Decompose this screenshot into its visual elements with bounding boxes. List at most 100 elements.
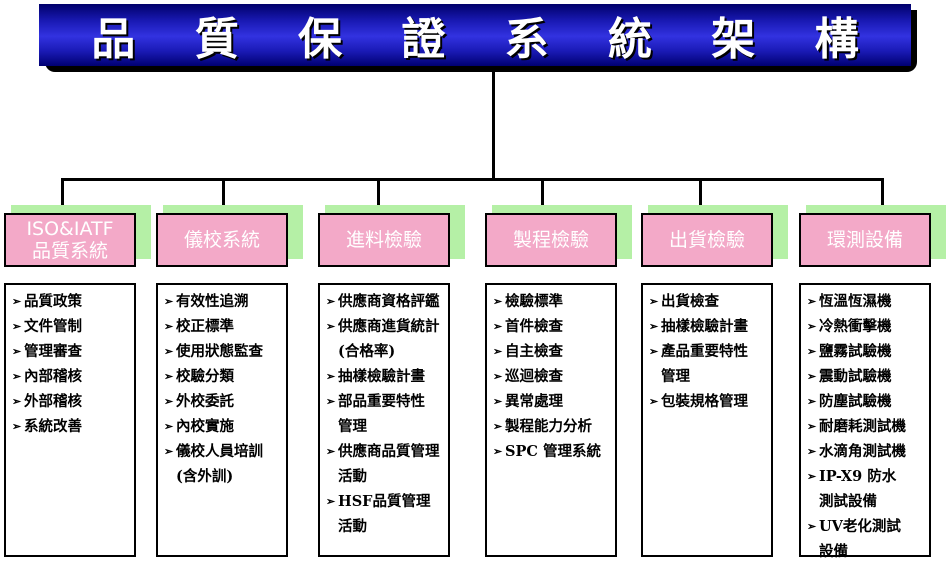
arrow-bullet-icon: ➢ — [493, 395, 503, 408]
list-item: ➢儀校人員培訓 (含外訓) — [164, 439, 282, 489]
arrow-bullet-icon: ➢ — [164, 395, 174, 408]
list-item: ➢製程能力分析 — [493, 414, 611, 439]
arrow-bullet-icon: ➢ — [493, 445, 503, 458]
header-calibration: 儀校系統 — [156, 213, 288, 267]
list-item: ➢抽樣檢驗計畫 — [649, 314, 767, 339]
arrow-bullet-icon: ➢ — [12, 420, 22, 433]
list-calibration: ➢有效性追溯 ➢校正標準 ➢使用狀態監查 ➢校驗分類 ➢外校委託 ➢內校實施 ➢… — [156, 283, 288, 557]
list-incoming-inspection: ➢供應商資格評鑑 ➢供應商進貨統計 (合格率) ➢抽樣檢驗計畫 ➢部品重要特性 … — [318, 283, 450, 557]
arrow-bullet-icon: ➢ — [493, 370, 503, 383]
list-item: ➢校驗分類 — [164, 364, 282, 389]
arrow-bullet-icon: ➢ — [807, 320, 817, 333]
connector-bus — [61, 178, 884, 181]
page-title: 品 質 保 證 系 統 架 構 — [91, 14, 881, 65]
list-item: ➢供應商資格評鑑 — [326, 289, 444, 314]
arrow-bullet-icon: ➢ — [12, 295, 22, 308]
arrow-bullet-icon: ➢ — [326, 295, 336, 308]
list-item: ➢品質政策 — [12, 289, 130, 314]
arrow-bullet-icon: ➢ — [493, 420, 503, 433]
arrow-bullet-icon: ➢ — [164, 420, 174, 433]
arrow-bullet-icon: ➢ — [493, 295, 503, 308]
arrow-bullet-icon: ➢ — [12, 345, 22, 358]
list-item: ➢內部稽核 — [12, 364, 130, 389]
arrow-bullet-icon: ➢ — [12, 320, 22, 333]
header-outgoing-inspection: 出貨檢驗 — [641, 213, 773, 267]
list-outgoing-inspection: ➢出貨檢查 ➢抽樣檢驗計畫 ➢產品重要特性 管理 ➢包裝規格管理 — [641, 283, 773, 557]
header-process-inspection: 製程檢驗 — [485, 213, 617, 267]
header-environmental-equipment: 環測設備 — [799, 213, 931, 267]
list-item: ➢鹽霧試驗機 — [807, 339, 925, 364]
arrow-bullet-icon: ➢ — [807, 345, 817, 358]
header-label: 進料檢驗 — [345, 229, 422, 251]
list-item: ➢外部稽核 — [12, 389, 130, 414]
header-iso-iatf: ISO&IATF 品質系統 — [4, 213, 136, 267]
list-item: ➢耐磨耗測試機 — [807, 414, 925, 439]
list-item: ➢外校委託 — [164, 389, 282, 414]
arrow-bullet-icon: ➢ — [649, 345, 659, 358]
header-label: 製程檢驗 — [512, 229, 589, 251]
header-label: 出貨檢驗 — [668, 229, 745, 251]
list-process-inspection: ➢檢驗標準 ➢首件檢查 ➢自主檢查 ➢巡迴檢查 ➢異常處理 ➢製程能力分析 ➢S… — [485, 283, 617, 557]
arrow-bullet-icon: ➢ — [493, 345, 503, 358]
list-item: ➢供應商品質管理 活動 — [326, 439, 444, 489]
list-item: ➢抽樣檢驗計畫 — [326, 364, 444, 389]
list-item: ➢檢驗標準 — [493, 289, 611, 314]
list-item: ➢水滴角測試機 — [807, 439, 925, 464]
list-item: ➢校正標準 — [164, 314, 282, 339]
arrow-bullet-icon: ➢ — [649, 320, 659, 333]
arrow-bullet-icon: ➢ — [326, 495, 336, 508]
list-item: ➢包裝規格管理 — [649, 389, 767, 414]
arrow-bullet-icon: ➢ — [12, 395, 22, 408]
list-item: ➢SPC 管理系統 — [493, 439, 611, 464]
arrow-bullet-icon: ➢ — [326, 370, 336, 383]
header-label: 儀校系統 — [183, 229, 260, 251]
arrow-bullet-icon: ➢ — [807, 395, 817, 408]
list-item: ➢供應商進貨統計 (合格率) — [326, 314, 444, 364]
list-item: ➢有效性追溯 — [164, 289, 282, 314]
connector-drop-2 — [222, 178, 225, 208]
connector-drop-4 — [541, 178, 544, 208]
connector-trunk — [492, 72, 495, 180]
arrow-bullet-icon: ➢ — [164, 345, 174, 358]
list-item: ➢產品重要特性 管理 — [649, 339, 767, 389]
list-item: ➢恆溫恆濕機 — [807, 289, 925, 314]
list-item: ➢震動試驗機 — [807, 364, 925, 389]
arrow-bullet-icon: ➢ — [807, 445, 817, 458]
arrow-bullet-icon: ➢ — [807, 520, 817, 533]
header-label: 環測設備 — [826, 229, 903, 251]
list-item: ➢HSF品質管理 活動 — [326, 489, 444, 539]
list-item: ➢冷熱衝擊機 — [807, 314, 925, 339]
arrow-bullet-icon: ➢ — [326, 445, 336, 458]
arrow-bullet-icon: ➢ — [807, 470, 817, 483]
connector-drop-3 — [377, 178, 380, 208]
arrow-bullet-icon: ➢ — [493, 320, 503, 333]
connector-drop-6 — [881, 178, 884, 208]
list-item: ➢部品重要特性 管理 — [326, 389, 444, 439]
arrow-bullet-icon: ➢ — [164, 370, 174, 383]
arrow-bullet-icon: ➢ — [164, 445, 174, 458]
arrow-bullet-icon: ➢ — [326, 395, 336, 408]
arrow-bullet-icon: ➢ — [326, 320, 336, 333]
list-item: ➢文件管制 — [12, 314, 130, 339]
arrow-bullet-icon: ➢ — [807, 420, 817, 433]
arrow-bullet-icon: ➢ — [164, 295, 174, 308]
header-incoming-inspection: 進料檢驗 — [318, 213, 450, 267]
arrow-bullet-icon: ➢ — [164, 320, 174, 333]
list-environmental-equipment: ➢恆溫恆濕機 ➢冷熱衝擊機 ➢鹽霧試驗機 ➢震動試驗機 ➢防塵試驗機 ➢耐磨耗測… — [799, 283, 931, 560]
list-iso-iatf: ➢品質政策 ➢文件管制 ➢管理審查 ➢內部稽核 ➢外部稽核 ➢系統改善 — [4, 283, 136, 557]
list-item: ➢UV老化測試 設備 — [807, 514, 925, 564]
list-item: ➢內校實施 — [164, 414, 282, 439]
list-item: ➢系統改善 — [12, 414, 130, 439]
list-item: ➢出貨檢查 — [649, 289, 767, 314]
list-item: ➢自主檢查 — [493, 339, 611, 364]
connector-drop-5 — [699, 178, 702, 208]
arrow-bullet-icon: ➢ — [12, 370, 22, 383]
list-item: ➢首件檢查 — [493, 314, 611, 339]
arrow-bullet-icon: ➢ — [807, 295, 817, 308]
list-item: ➢防塵試驗機 — [807, 389, 925, 414]
connector-drop-1 — [61, 178, 64, 208]
list-item: ➢巡迴檢查 — [493, 364, 611, 389]
arrow-bullet-icon: ➢ — [649, 395, 659, 408]
arrow-bullet-icon: ➢ — [649, 295, 659, 308]
header-label: ISO&IATF — [26, 218, 114, 240]
